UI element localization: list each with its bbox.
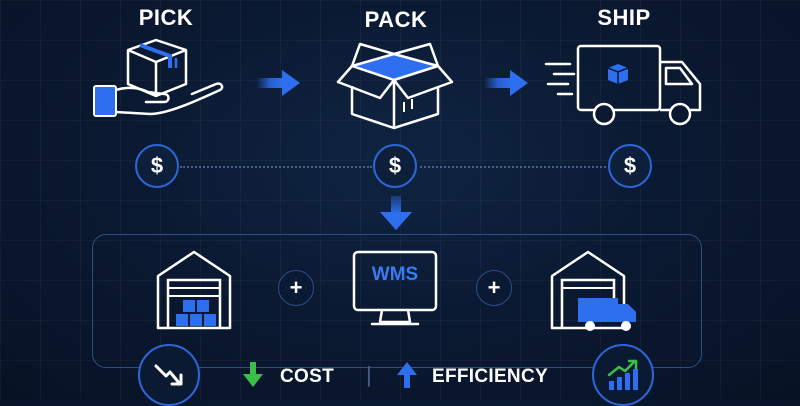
- solution-panel: [92, 234, 702, 368]
- dollar-circle-pick: $: [135, 144, 179, 188]
- arrow-right-icon: [484, 68, 532, 98]
- trend-down-circle: [138, 344, 200, 406]
- warehouse-boxes-icon: [154, 248, 234, 332]
- trend-down-icon: [154, 364, 183, 386]
- efficiency-label: EFFICIENCY: [432, 366, 548, 387]
- cost-label: COST: [280, 366, 334, 387]
- dotted-connector: [420, 166, 606, 168]
- warehouse-truck-icon: [548, 248, 640, 334]
- arrow-right-icon: [256, 68, 304, 98]
- dollar-circle-pack: $: [373, 144, 417, 188]
- growth-chart-circle: [592, 344, 654, 406]
- monitor-wms-icon: WMS: [350, 248, 440, 332]
- step-title-ship: SHIP: [597, 5, 651, 30]
- metric-separator: |: [366, 362, 372, 387]
- hand-holding-box-icon: [88, 34, 228, 122]
- plus-icon: +: [278, 270, 314, 306]
- step-title-pick: PICK: [138, 5, 194, 30]
- dollar-circle-ship: $: [608, 144, 652, 188]
- plus-icon: +: [476, 270, 512, 306]
- delivery-truck-icon: [544, 42, 712, 128]
- open-box-icon: [330, 36, 460, 132]
- arrow-up-blue-icon: [396, 362, 418, 388]
- arrow-down-icon: [378, 196, 414, 232]
- step-title-pack: PACK: [364, 7, 428, 32]
- dotted-connector: [180, 166, 372, 168]
- wms-label: WMS: [371, 264, 419, 285]
- arrow-down-green-icon: [242, 362, 264, 388]
- growth-chart-icon: [607, 359, 638, 390]
